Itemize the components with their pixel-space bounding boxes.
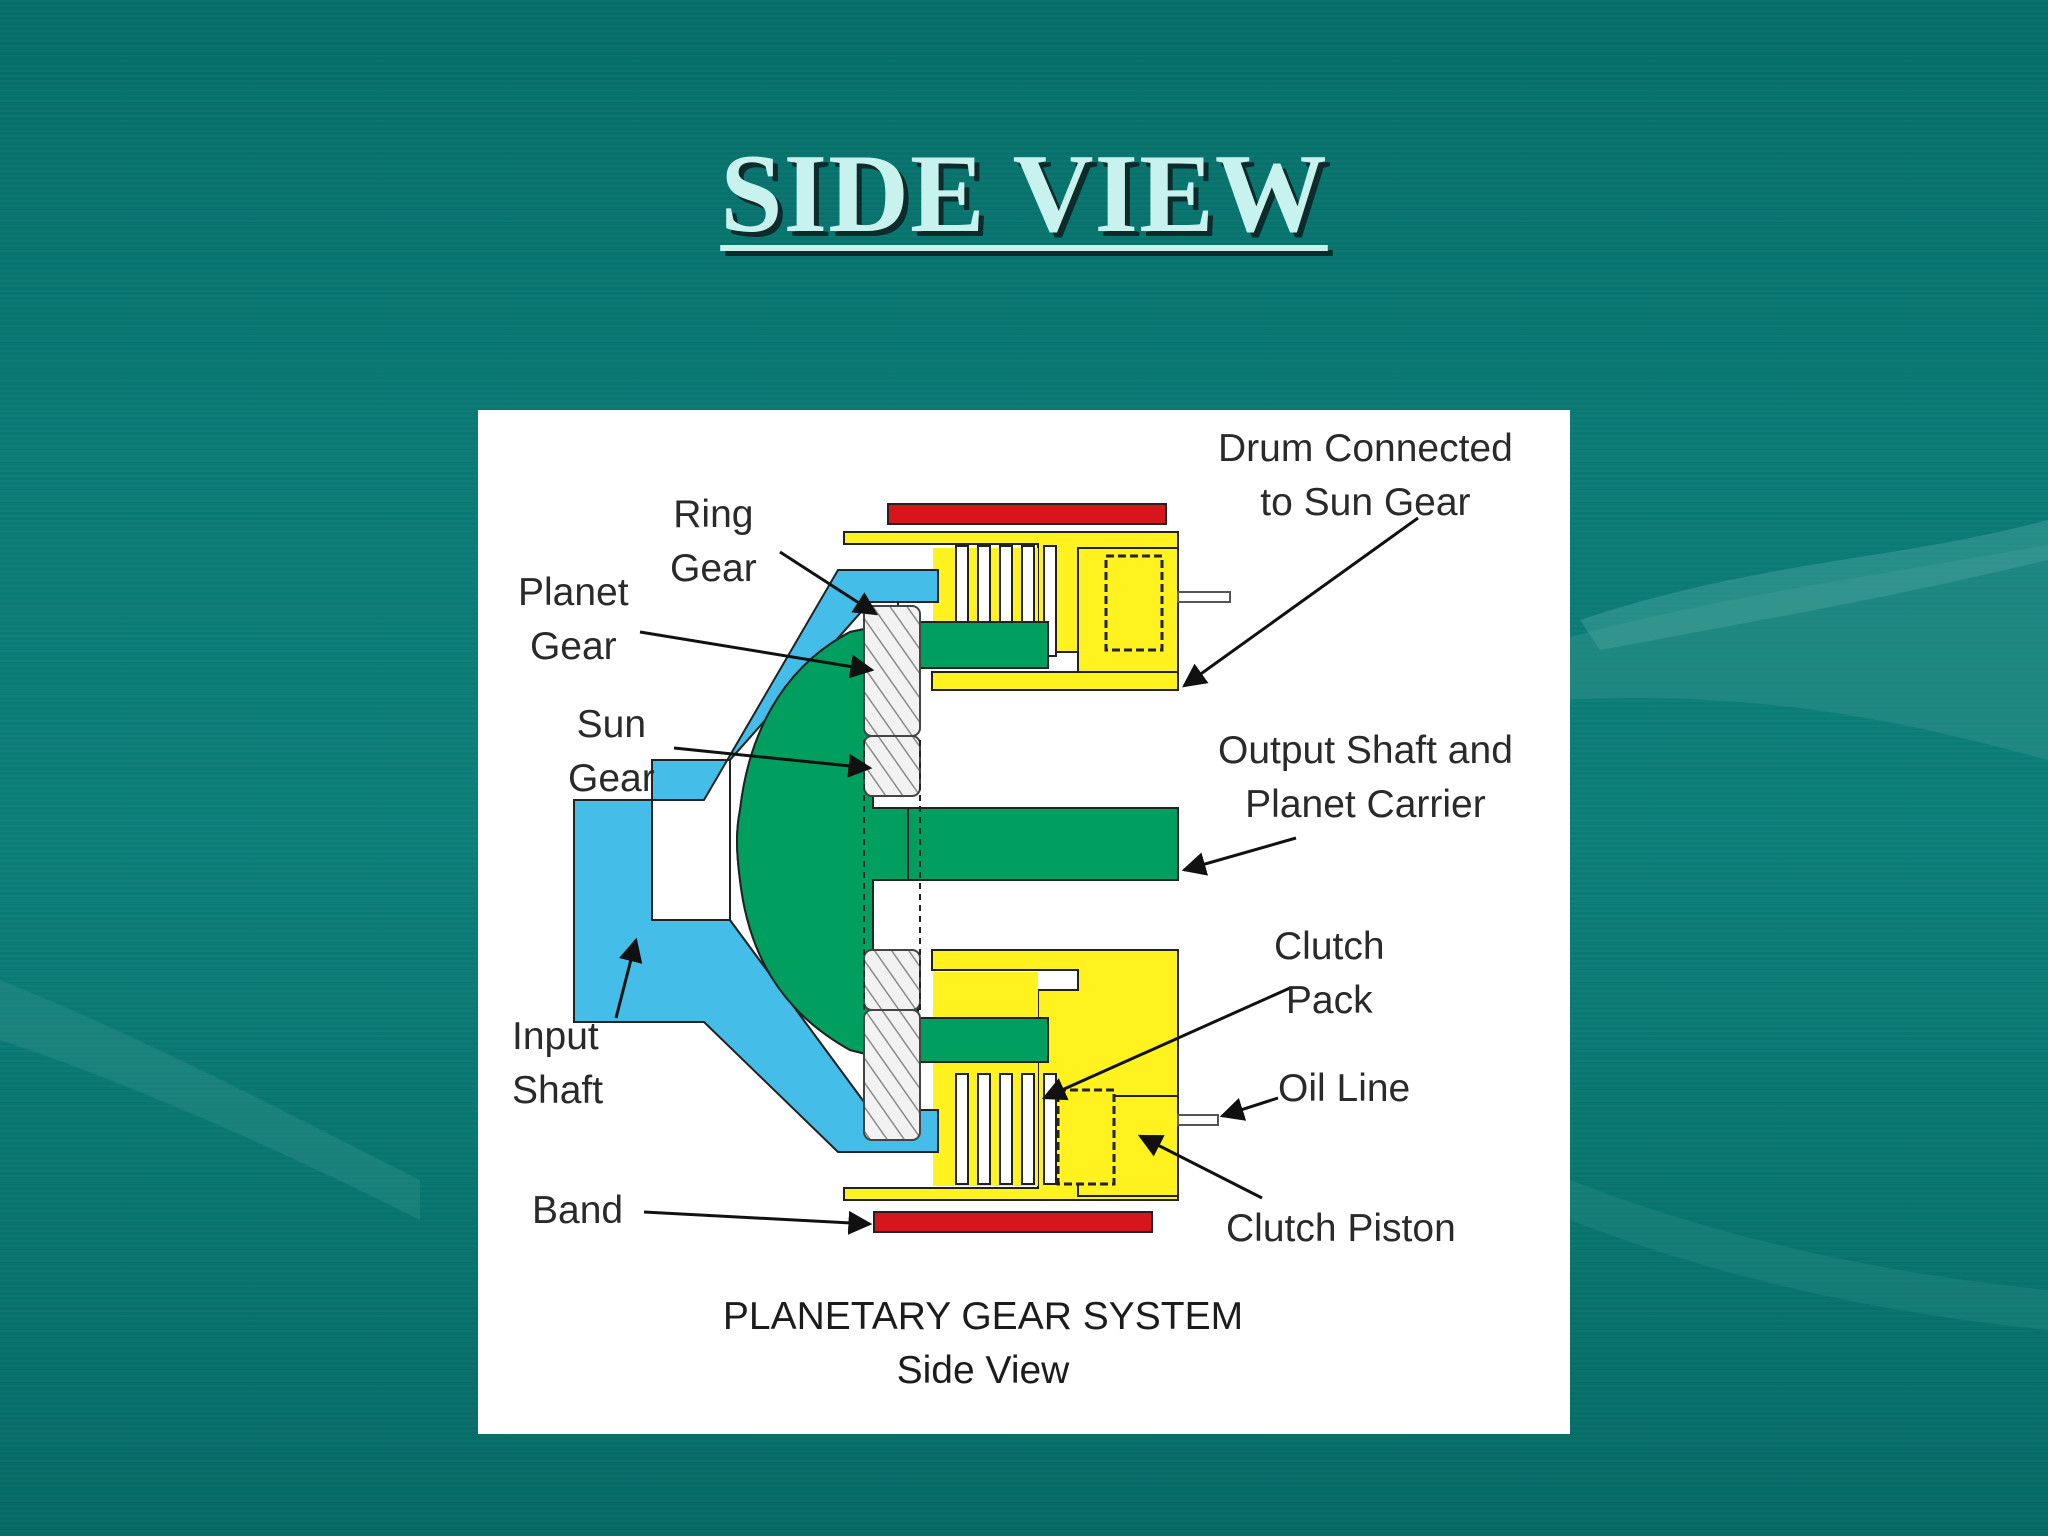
diagram-caption-subtitle: Side View <box>896 1349 1070 1392</box>
diagram-caption: PLANETARY GEAR SYSTEM Side View <box>478 1290 1488 1398</box>
label-sun-gear-line1: Sun <box>576 703 647 746</box>
label-planet-gear-line2: Gear <box>529 625 617 668</box>
label-drum-line1: Drum Connected <box>1218 427 1513 470</box>
clutch-pack-bottom <box>955 1073 1057 1185</box>
planet-gear-top <box>863 605 921 737</box>
label-oil-line: Oil Line <box>1278 1067 1411 1110</box>
planet-gear-bottom <box>863 1009 921 1141</box>
label-ring-gear-line1: Ring <box>673 493 754 536</box>
label-clutch-pack-line2: Pack <box>1285 979 1373 1022</box>
arrow-drum <box>1182 516 1419 688</box>
oil-line-bottom <box>1177 1114 1219 1126</box>
label-clutch-piston: Clutch Piston <box>1226 1207 1456 1250</box>
label-clutch-pack-line1: Clutch <box>1274 925 1385 968</box>
label-ring-gear-line2: Gear <box>670 547 757 590</box>
clutch-piston-bottom <box>1056 1088 1116 1186</box>
label-band: Band <box>532 1189 624 1232</box>
clutch-piston-top <box>1104 554 1164 652</box>
arrow-input-shaft <box>614 937 643 1019</box>
label-drum-line2: to Sun Gear <box>1260 481 1471 524</box>
arrow-ring-gear <box>779 550 879 616</box>
arrow-planet-gear <box>639 630 875 679</box>
label-input-shaft-line1: Input <box>512 1015 599 1058</box>
sun-gear-bottom <box>863 949 921 1011</box>
label-input-shaft-line2: Shaft <box>512 1069 604 1112</box>
planetary-gear-diagram <box>573 503 1419 1235</box>
label-ring-gear: Ring Gear <box>670 488 757 596</box>
oil-line-top <box>1177 591 1231 603</box>
arrow-output-shaft <box>1181 836 1297 876</box>
leader-arrows <box>614 516 1419 1235</box>
label-sun-gear-line2: Gear <box>568 757 655 800</box>
arrow-band <box>643 1210 873 1235</box>
arrow-clutch-piston <box>1137 1134 1263 1200</box>
label-planet-gear-line1: Planet <box>518 571 629 614</box>
sun-gear-top <box>863 735 921 797</box>
arrow-oil-line <box>1219 1096 1279 1121</box>
label-output-shaft-line2: Planet Carrier <box>1245 783 1486 826</box>
label-output-shaft-line1: Output Shaft and <box>1218 729 1513 772</box>
label-output-shaft: Output Shaft and Planet Carrier <box>1218 724 1513 832</box>
diagram-caption-title: PLANETARY GEAR SYSTEM <box>722 1295 1244 1338</box>
band-top <box>887 503 1167 525</box>
arrow-sun-gear <box>673 746 873 778</box>
band-bottom <box>873 1211 1153 1233</box>
label-input-shaft: Input Shaft <box>512 1010 603 1118</box>
label-sun-gear: Sun Gear <box>568 698 655 806</box>
slide-title: SIDE VIEW <box>720 132 1328 256</box>
label-drum: Drum Connected to Sun Gear <box>1218 422 1513 530</box>
diagram-panel: Ring Gear Planet Gear Sun Gear Input Sha… <box>478 410 1570 1434</box>
label-planet-gear: Planet Gear <box>518 566 629 674</box>
arrow-clutch-pack <box>1041 986 1291 1101</box>
label-clutch-pack: Clutch Pack <box>1274 920 1385 1028</box>
